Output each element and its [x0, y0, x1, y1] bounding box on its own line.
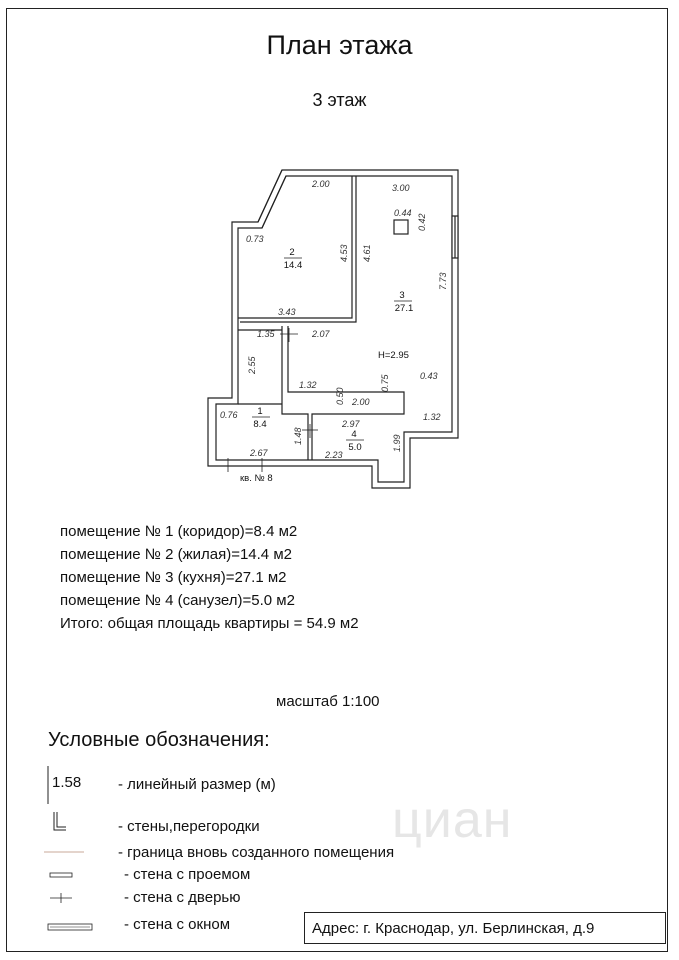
- room-2-number: 2: [289, 247, 294, 258]
- dim: 0.73: [246, 234, 264, 244]
- dim: 1.32: [299, 380, 317, 390]
- room-3-area: 27.1: [395, 303, 414, 314]
- dim: 0.43: [420, 371, 438, 381]
- rooms-list: помещение № 1 (коридор)=8.4 м2 помещение…: [60, 520, 359, 635]
- dim: 2.00: [351, 397, 370, 407]
- dim: 1.99: [392, 434, 402, 452]
- legend-item-dimension: - линейный размер (м): [118, 776, 276, 793]
- legend-item-new-boundary: - граница вновь созданного помещения: [118, 844, 395, 861]
- legend-sample-dimension: 1.58: [52, 774, 82, 791]
- door-marks: [227, 328, 318, 472]
- legend-title: Условные обозначения:: [48, 729, 270, 751]
- dim: 1.48: [293, 427, 303, 445]
- dim: 0.50: [335, 387, 345, 405]
- legend-item-wall-window: - стена с окном: [124, 916, 231, 933]
- dim: 2.07: [311, 329, 331, 339]
- dim: 4.61: [362, 244, 372, 262]
- room-4-area: 5.0: [348, 442, 361, 453]
- room-summary-2: помещение № 2 (жилая)=14.4 м2: [60, 546, 292, 563]
- walls: [207, 169, 459, 489]
- dim: 2.67: [249, 448, 269, 458]
- dim: 2.55: [247, 355, 257, 375]
- room-summary-1: помещение № 1 (коридор)=8.4 м2: [60, 523, 298, 540]
- legend-symbols: [44, 766, 93, 931]
- ceiling-height: H=2.95: [378, 350, 409, 361]
- room-4-number: 4: [351, 429, 356, 440]
- dim: 7.73: [438, 272, 448, 290]
- dim: 3.00: [392, 183, 410, 193]
- legend-item-wall-door: - стена с дверью: [124, 889, 241, 906]
- dim: 1.32: [423, 412, 441, 422]
- room-summary-4: помещение № 4 (санузел)=5.0 м2: [60, 592, 295, 609]
- dim: 2.97: [341, 419, 361, 429]
- room-1-area: 8.4: [253, 419, 266, 430]
- dim: 3.43: [278, 307, 296, 317]
- room-labels: 2 14.4 3 27.1 1 8.4 4 5.0 H=2.95 кв. № 8: [240, 247, 413, 484]
- sheet-frame: [6, 8, 668, 952]
- apartment-label: кв. № 8: [240, 473, 273, 484]
- dim: 2.23: [324, 450, 343, 460]
- dim: 4.53: [339, 244, 349, 262]
- total-area: Итого: общая площадь квартиры = 54.9 м2: [60, 615, 359, 632]
- dimensions: 2.00 3.00 0.44 0.42 0.73 4.53 4.61 7.73 …: [220, 179, 448, 460]
- cian-watermark: циан: [392, 791, 513, 849]
- dim: 0.75: [380, 373, 390, 392]
- legend-item-wall-opening: - стена с проемом: [124, 866, 251, 883]
- dim: 2.00: [311, 179, 330, 189]
- floor-label: 3 этаж: [312, 90, 367, 110]
- dim: 1.35: [257, 329, 276, 339]
- room-1-number: 1: [257, 406, 262, 417]
- page-title: План этажа: [266, 30, 413, 60]
- dim: 0.76: [220, 410, 238, 420]
- room-summary-3: помещение № 3 (кухня)=27.1 м2: [60, 569, 287, 586]
- room-2-area: 14.4: [284, 260, 303, 271]
- dim: 0.42: [417, 213, 427, 231]
- dim: 0.44: [394, 208, 412, 218]
- address-box: Адрес: г. Краснодар, ул. Берлинская, д.9: [304, 912, 666, 944]
- legend-item-walls: - стены,перегородки: [118, 818, 260, 835]
- room-3-number: 3: [399, 290, 404, 301]
- scale-label: масштаб 1:100: [276, 693, 380, 710]
